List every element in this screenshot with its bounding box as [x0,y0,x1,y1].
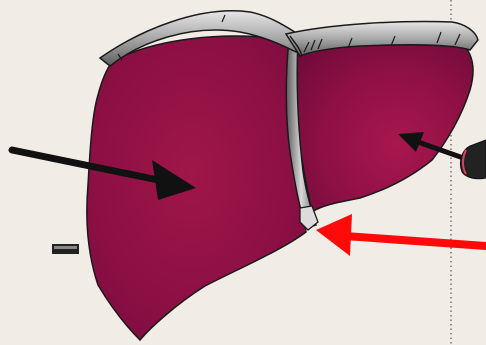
left-lobe [292,35,473,212]
minus-icon [52,244,79,254]
red-arrow-icon [316,214,486,256]
right-lobe [87,36,306,340]
